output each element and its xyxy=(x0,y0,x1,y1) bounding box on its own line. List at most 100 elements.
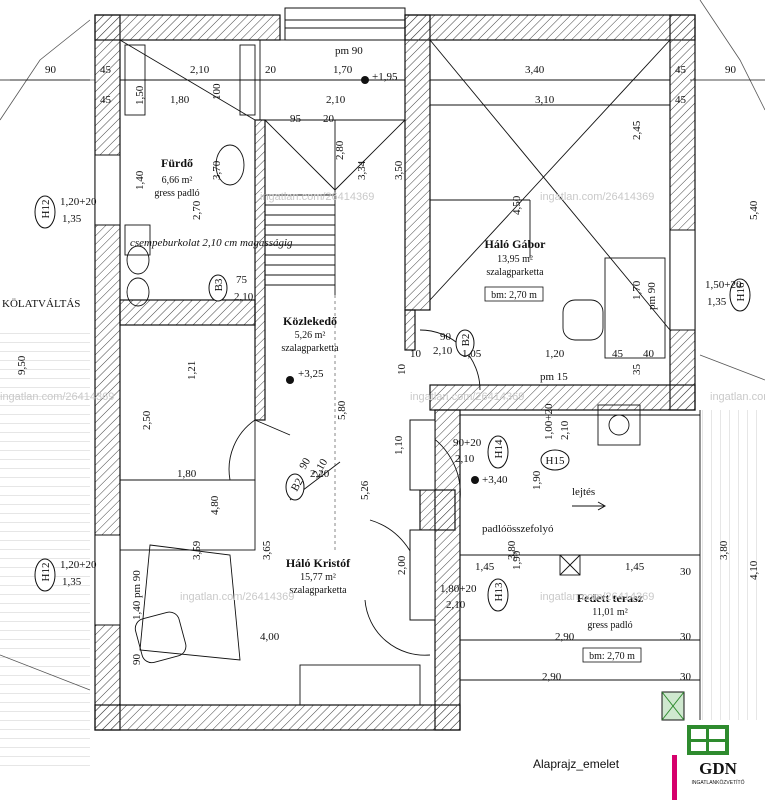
dim-label: pm 90 xyxy=(646,282,658,310)
room-area-furdo: 6,66 m² xyxy=(162,175,193,186)
dim-label: 2,10 xyxy=(433,345,453,357)
plan-notes: csempeburkolat 2,10 cm magasságig KÖLATV… xyxy=(2,237,607,535)
dim-label: 45 xyxy=(675,64,687,76)
dim-label: 1,35 xyxy=(62,213,82,225)
tag-b2a: B2 xyxy=(289,476,306,493)
dim-label: 90 xyxy=(725,64,737,76)
room-height-halo-gabor: bm: 2,70 m xyxy=(491,290,537,301)
dim-label: 10 xyxy=(396,364,408,376)
dim-label: 4,00 xyxy=(260,631,280,643)
dim-label: 90 xyxy=(45,64,57,76)
dim-label: 1,45 xyxy=(625,561,645,573)
dim-label: 90+20 xyxy=(453,437,482,449)
dim-label: 2,20 xyxy=(310,468,330,480)
dim-label: 95 xyxy=(290,113,302,125)
room-height-fedett-terasz: bm: 2,70 m xyxy=(589,651,635,662)
dim-label: 2,90 xyxy=(555,631,575,643)
dim-label: 2,10 xyxy=(326,94,346,106)
dim-label: 1,80 xyxy=(170,94,190,106)
dim-label: 1,50+20 xyxy=(705,279,742,291)
watermark: ingatlan.com/26414369 xyxy=(710,391,765,403)
dim-label: 4,10 xyxy=(748,560,760,580)
watermark: ingatlan.com/26414369 xyxy=(260,191,374,203)
dim-label: 35 xyxy=(631,364,643,376)
dim-label: 1,40 xyxy=(134,170,146,190)
room-area-fedett-terasz: 11,01 m² xyxy=(592,607,627,618)
level-marker-3: +3,40 xyxy=(482,474,508,486)
dim-label: 2,10 xyxy=(559,420,571,440)
top-window xyxy=(284,7,406,41)
dim-label: 3,80 xyxy=(718,540,730,560)
dim-label: 100 xyxy=(211,83,223,100)
room-area-kozlekedo: 5,26 m² xyxy=(295,330,326,341)
dim-label: 1,90 xyxy=(531,470,543,490)
tag-h14: H14 xyxy=(493,439,505,458)
room-floor-halo-kristof: szalagparketta xyxy=(289,585,347,596)
note-csempe: csempeburkolat 2,10 cm magasságig xyxy=(130,237,293,249)
note-padlo: padlóösszefolyó xyxy=(482,523,554,535)
dim-label: 5,80 xyxy=(336,400,348,420)
watermark: ingatlan.com/26414369 xyxy=(0,391,114,403)
dim-label: 1,50 xyxy=(134,85,146,105)
logo-brand: GDN xyxy=(699,759,738,778)
dim-label: 1,05 xyxy=(462,348,482,360)
tag-h15: H15 xyxy=(546,455,565,467)
dim-label: 2,10 xyxy=(446,599,466,611)
dim-label: 1,80 xyxy=(177,468,197,480)
interior-lines xyxy=(10,39,701,720)
wall-windows xyxy=(94,154,696,626)
dim-label: 1,45 xyxy=(475,561,495,573)
dim-label: 20 xyxy=(323,113,335,125)
dim-label: 3,10 xyxy=(535,94,555,106)
room-floor-fedett-terasz: gress padló xyxy=(587,620,632,631)
level-marker-1: +1,95 xyxy=(372,71,398,83)
room-floor-kozlekedo: szalagparketta xyxy=(281,343,339,354)
watermark: ingatlan.com/26414369 xyxy=(540,591,654,603)
room-floor-furdo: gress padló xyxy=(154,188,199,199)
watermark: ingatlan.com/26414369 xyxy=(540,191,654,203)
dim-label: 2,10 xyxy=(234,291,254,303)
dim-label: 30 xyxy=(680,566,692,578)
watermarks: ingatlan.com/26414369 ingatlan.com/26414… xyxy=(0,191,765,603)
dim-label: 3,80 xyxy=(506,540,518,560)
room-name-halo-kristof: Háló Kristóf xyxy=(286,556,351,570)
room-name-halo-gabor: Háló Gábor xyxy=(484,237,546,251)
dim-label: 5,26 xyxy=(359,480,371,500)
note-kolat: KÖLATVÁLTÁS xyxy=(2,298,80,310)
dim-label: 90 xyxy=(440,331,452,343)
dim-label: 1,00+20 xyxy=(543,403,555,440)
dim-label: 45 xyxy=(675,94,687,106)
tag-h12a: H12 xyxy=(40,200,52,219)
watermark: ingatlan.com/26414369 xyxy=(410,391,524,403)
dim-label: 1,20+20 xyxy=(60,196,97,208)
corner-planter xyxy=(661,691,685,721)
dim-label: 45 xyxy=(100,94,112,106)
gdn-logo: GDN INGATLANKÖZVETÍTŐ xyxy=(672,700,765,800)
dim-label: 45 xyxy=(612,348,624,360)
dim-label: 3,40 xyxy=(525,64,545,76)
dim-label: 10 xyxy=(410,348,422,360)
dim-label: 1,70 xyxy=(631,280,643,300)
tag-b2b: B2 xyxy=(460,334,472,347)
dim-label: 3,34 xyxy=(356,160,368,180)
dim-label: 2,90 xyxy=(542,671,562,683)
dim-label: 2,80 xyxy=(334,140,346,160)
dim-label: 3,70 xyxy=(211,160,223,180)
dim-label: pm 90 xyxy=(335,45,363,57)
room-name-fedett-terasz: Fedett terasz xyxy=(577,591,644,605)
dim-label: 4,80 xyxy=(209,495,221,515)
dim-label: 1,21 xyxy=(186,361,198,380)
dim-label: 1,90 xyxy=(511,550,523,570)
dim-label: 1,20+20 xyxy=(60,559,97,571)
dim-label: pm 15 xyxy=(540,371,568,383)
dim-label: 1,35 xyxy=(62,576,82,588)
plan-caption: Alaprajz_emelet xyxy=(533,757,620,771)
watermark: ingatlan.com/26414369 xyxy=(180,591,294,603)
tag-b3: B3 xyxy=(213,278,225,291)
dim-label: 45 xyxy=(100,64,112,76)
dim-label: 1,20 xyxy=(545,348,565,360)
tag-h13: H13 xyxy=(493,582,505,601)
level-marker-2: +3,25 xyxy=(298,368,324,380)
dim-label: 75 xyxy=(236,274,248,286)
